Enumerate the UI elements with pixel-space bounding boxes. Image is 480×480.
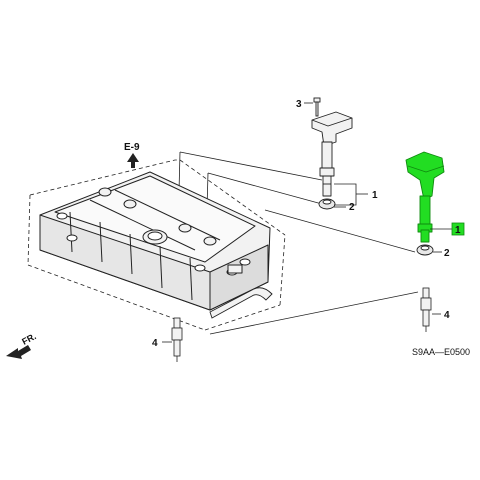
bolt: [313, 97, 321, 117]
callout-coil-highlight: 1: [455, 225, 461, 236]
spark-plug-right: [420, 287, 432, 332]
callout-seal-lower: 2: [444, 248, 450, 259]
ignition-coil-highlighted: [405, 151, 445, 243]
cover-gasket: [209, 287, 273, 319]
cylinder-head-cover: [39, 171, 271, 311]
front-arrow-icon: [6, 345, 31, 359]
figure-code: S9AA—E0500: [412, 347, 470, 357]
ignition-coil-outline: [311, 111, 353, 197]
callout-seal-upper: 2: [349, 202, 355, 213]
leader-lines: [177, 151, 419, 335]
section-ref-arrow-icon: [127, 153, 139, 168]
spark-plug-left: [171, 317, 183, 362]
seal-lower: [416, 244, 434, 256]
callout-plug-right: 4: [444, 310, 450, 321]
callout-coil-upper: 1: [372, 190, 378, 201]
callout-highlight-box: [451, 222, 465, 236]
seal-upper: [318, 198, 336, 210]
front-label: FR.: [20, 331, 37, 347]
callout-bolt: 3: [296, 99, 302, 110]
section-ref-label: E-9: [124, 142, 140, 153]
callout-plug-left: 4: [152, 338, 158, 349]
callout-leaders: [162, 102, 452, 343]
